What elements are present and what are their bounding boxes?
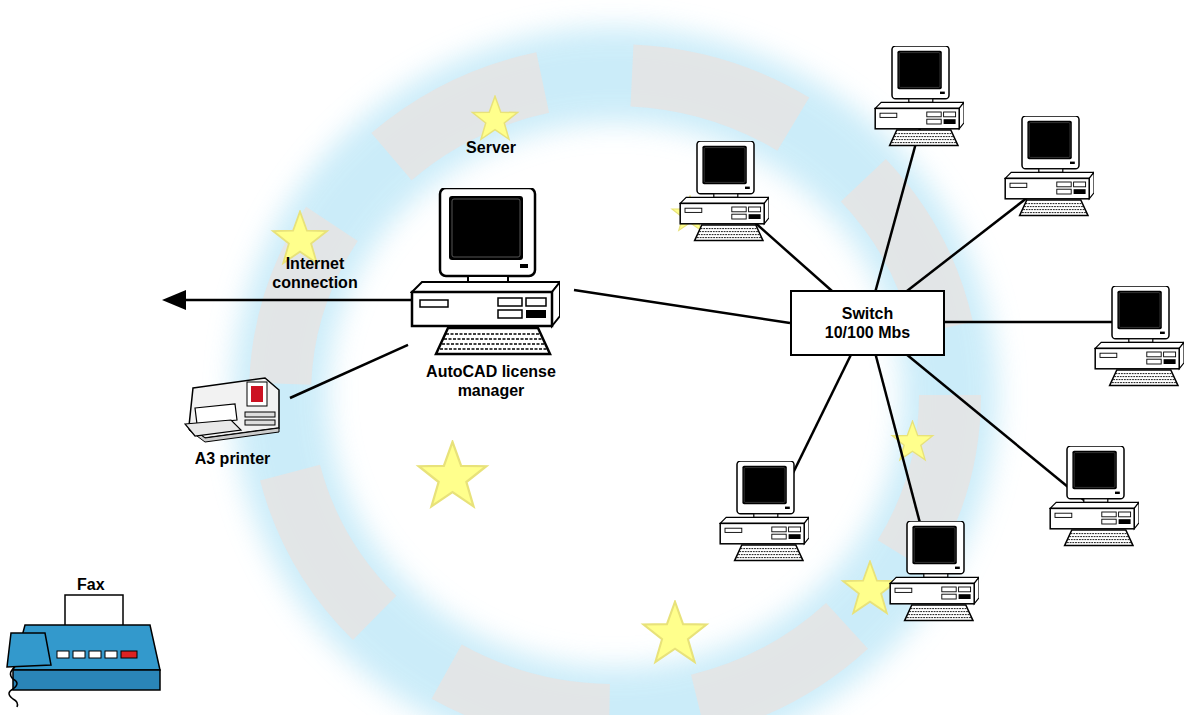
node-subtitle: AutoCAD license manager	[416, 362, 566, 400]
node-title: Server	[466, 138, 516, 157]
fax-machine	[5, 575, 165, 712]
connection-label: Internet connection	[250, 254, 380, 292]
switch-box: Switch 10/100 Mbs	[790, 290, 945, 356]
server-computer	[408, 138, 564, 400]
internet-arrow	[162, 290, 415, 310]
node-title: A3 printer	[195, 449, 271, 468]
printer-node: A3 printer	[175, 368, 290, 468]
workstations	[680, 46, 1184, 621]
network-cable	[574, 290, 790, 323]
node-title: Fax	[77, 575, 105, 594]
node-title: Switch 10/100 Mbs	[818, 304, 918, 342]
server-node: ServerAutoCAD license manager	[408, 138, 574, 400]
logo-ring	[273, 75, 950, 715]
network-cable	[290, 345, 408, 398]
fax-node: Fax	[5, 575, 165, 712]
